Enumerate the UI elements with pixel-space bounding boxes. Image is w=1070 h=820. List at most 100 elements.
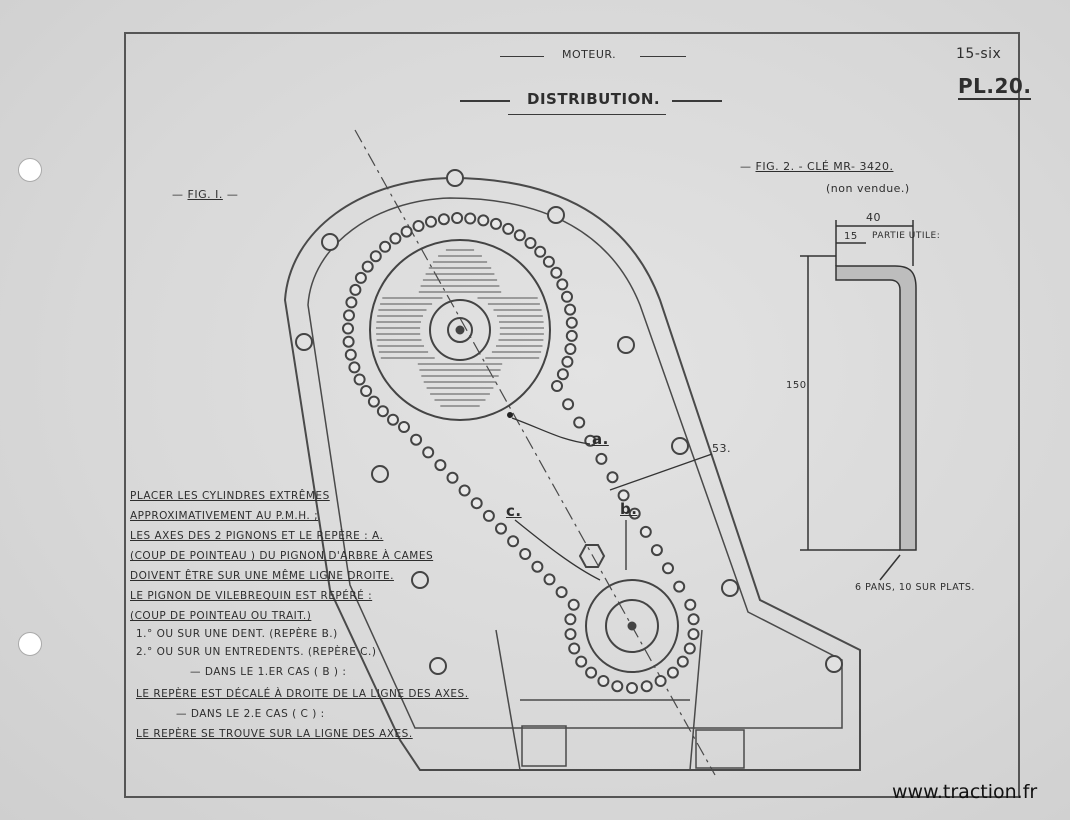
chain-link [628,507,641,520]
chain-link [585,666,598,679]
chain-link [626,682,638,694]
chain-link [379,240,392,253]
chain-link [513,229,526,242]
chain-link [561,355,574,368]
fig1-label-text: FIG. I. [187,188,223,201]
bolt-hole [721,579,739,597]
instruction-line: (COUP DE POINTEAU ) DU PIGNON D'ARBRE À … [130,550,434,562]
fig2-label-text: FIG. 2. - CLÉ MR- 3420. [755,160,894,173]
chain-link [410,433,423,446]
title-rule-right [672,100,722,102]
chain-link [446,471,459,484]
leader-a [511,417,591,445]
chain-link [684,598,697,611]
chain-link [551,380,563,392]
timing-chain [342,212,700,694]
camshaft-sprocket [369,239,551,421]
watermark: www.traction.fr [892,781,1038,803]
chain-link [564,628,577,641]
housing-outline [283,176,861,771]
chain-link [342,335,355,348]
chain-link [507,535,520,548]
chain-link [573,416,586,429]
chain-link [425,215,437,228]
fig1-label: — FIG. I. — [172,188,239,201]
chain-link [482,509,495,522]
title-underline [508,114,666,115]
bolt-hole [671,437,689,455]
chain-link [687,628,700,641]
chain-link [564,343,577,355]
chain-link [683,642,696,655]
chain-link [650,544,663,557]
chain-link [662,562,674,575]
instruction-line: PLACER LES CYLINDRES EXTRÊMES [130,490,330,502]
instruction-line: (COUP DE POINTEAU OU TRAIT.) [130,610,312,622]
chain-link [606,471,619,484]
instruction-line: LE PIGNON DE VILEBREQUIN EST REPÉRÉ : [130,590,373,602]
crankcase-base [495,629,703,771]
chain-link [617,489,630,502]
chain-link [519,548,532,560]
binder-hole-top [18,158,42,182]
drawing-frame [124,32,1020,798]
camshaft-hub [429,299,491,361]
instruction-line: — DANS LE 1.er CAS ( b ) : [190,666,347,678]
chain-link [597,675,610,687]
header-rule-left [500,56,544,57]
dim-150-label: 150 [786,380,807,391]
chain-link [412,220,425,232]
chain-link [673,580,686,593]
wrench-spec: 6 PANS, 10 SUR PLATS. [855,582,975,593]
instruction-line: LES AXES DES 2 PIGNONS ET LE REPÈRE : a. [130,530,384,542]
chain-link [389,232,402,245]
chain-link [451,212,464,224]
chain-link [565,329,578,342]
chain-link [524,237,537,249]
chain-link [555,586,568,599]
fig2-label: — FIG. 2. - CLÉ MR- 3420. [740,160,894,173]
crank-hub [605,599,659,653]
chain-link [611,680,624,693]
instruction-line-text: DANS LE 2.e CAS ( c ) : [190,708,325,720]
bolt-hole [295,333,313,351]
chain-link [595,452,608,465]
instruction-line: 1.° OU SUR UNE DENT. (REPÈRE b.) [136,628,338,640]
chain-link [495,522,507,535]
instruction-line: DOIVENT ÊTRE SUR UNE MÊME LIGNE DROITE. [130,570,394,582]
dim-40-label: 40 [866,211,881,224]
chain-link [342,322,354,335]
header-rule-right [640,56,686,57]
marker-a: a. [592,430,609,448]
chain-link [490,217,502,230]
bolt-hole [547,206,565,224]
chain-link [437,213,450,226]
chain-link [387,413,399,426]
bolt-hole [429,657,447,675]
chain-link [376,405,389,418]
mark-a-dot [507,412,513,418]
chain-link [640,680,653,693]
instruction-line: LE REPÈRE EST DÉCALÉ À DROITE DE LA LIGN… [136,688,469,700]
chain-link [568,642,581,655]
page-title: DISTRIBUTION. [527,90,661,108]
axis-line [354,129,716,776]
chain-link [458,484,471,497]
leader-c [514,519,601,581]
chain-link [534,245,547,258]
chain-link [654,675,667,687]
tensioner-nut [578,544,606,568]
dim-15-label: 15 [844,231,858,242]
chain-link [565,316,578,329]
chain-link [434,459,447,472]
chain-link [369,250,382,263]
crank-sprocket [585,579,679,673]
housing-inner-outline [307,197,843,729]
instruction-line: — DANS LE 2.e CAS ( c ) : [176,708,325,720]
chain-link [562,398,575,411]
nut-right [695,729,745,769]
chain-link [360,385,373,397]
camshaft-bore [447,317,473,343]
chain-link [367,395,380,408]
